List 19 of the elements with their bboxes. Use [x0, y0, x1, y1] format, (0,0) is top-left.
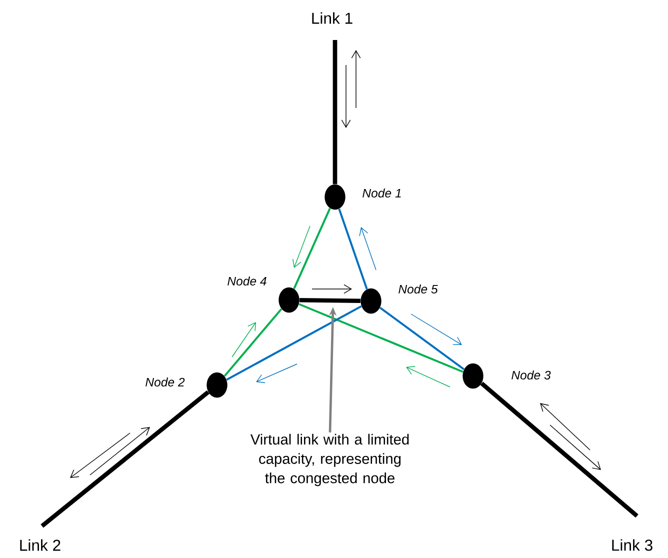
connection-line: [379, 306, 465, 370]
connection-line: [293, 208, 331, 290]
link-line: [300, 298, 360, 304]
node-label: Node 5: [398, 284, 438, 294]
link-label: Link 2: [20, 539, 60, 551]
connection-line: [224, 308, 282, 377]
node-label: Node 2: [146, 377, 185, 387]
link-label: Link 3: [612, 539, 652, 551]
node-label: Node 3: [512, 370, 551, 380]
link-label: Link 1: [312, 12, 352, 24]
node-label: Node 1: [362, 188, 401, 198]
link-line: [40, 390, 210, 528]
link-line: [332, 40, 338, 184]
connection-line: [338, 208, 368, 290]
link-line: [480, 382, 638, 518]
connection-line: [226, 305, 362, 381]
connection-line: [298, 303, 464, 373]
callout-text: Virtual link with a limited capacity, representing the congested node: [242, 432, 418, 488]
node-label: Node 4: [228, 276, 266, 286]
